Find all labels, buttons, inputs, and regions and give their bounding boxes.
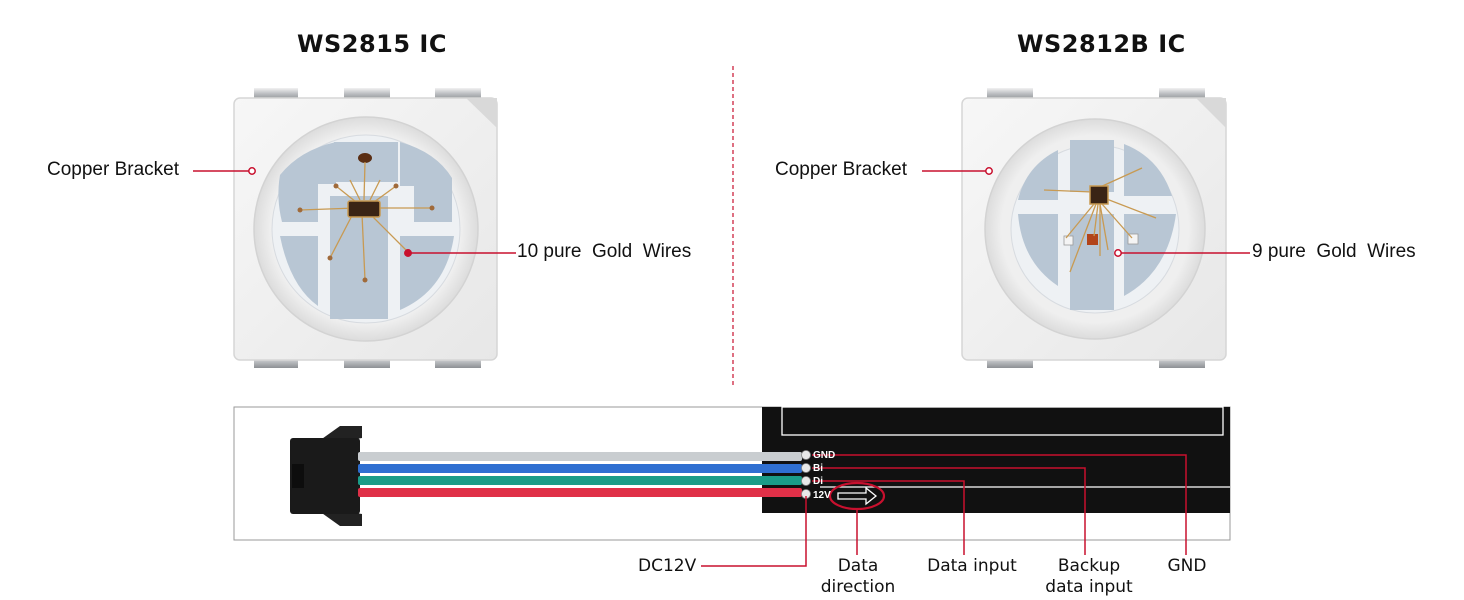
- pin: [1159, 88, 1205, 100]
- wire-gnd: [358, 452, 802, 461]
- wire-di: [358, 476, 802, 485]
- pin: [344, 88, 390, 100]
- small-die: [1087, 234, 1098, 245]
- callout-data-direction: Data direction: [812, 556, 904, 598]
- right-bracket-dot: [985, 167, 993, 175]
- pin: [987, 88, 1033, 100]
- callout-line-backup: [812, 467, 1086, 555]
- wire-bi: [358, 464, 802, 473]
- pad-label-bi: Bi: [813, 463, 823, 474]
- callout-line-dc12v: [701, 496, 807, 567]
- bracket-pad: [400, 236, 454, 310]
- left-copper-bracket-label: Copper Bracket: [47, 159, 180, 180]
- strip-border-line: [781, 406, 1224, 436]
- callout-data-direction-line2: direction: [820, 577, 896, 597]
- callout-line-gnd: [812, 454, 1187, 555]
- small-die: [1127, 233, 1139, 245]
- pin: [254, 88, 298, 100]
- callout-data-input: Data input: [927, 556, 1017, 576]
- main-die: [347, 200, 381, 218]
- pad-di: [801, 476, 811, 486]
- ws2812b-chip: [961, 88, 1227, 368]
- pad-label-12v: 12V: [813, 490, 831, 501]
- bracket-pad: [278, 142, 336, 222]
- bracket-pad: [1124, 144, 1172, 196]
- jst-connector: [290, 426, 362, 526]
- direction-arrow-icon: [837, 486, 878, 506]
- bracket-pad: [1018, 150, 1058, 200]
- main-die: [1089, 185, 1109, 205]
- bracket-pad: [400, 142, 452, 222]
- bracket-pad: [1070, 214, 1114, 310]
- pin: [435, 88, 481, 100]
- right-copper-bracket-label: Copper Bracket: [775, 159, 908, 180]
- pad-label-gnd: GND: [813, 450, 835, 461]
- corner-notch: [1196, 98, 1226, 128]
- callout-gnd: GND: [1167, 556, 1207, 576]
- small-die: [1063, 235, 1074, 246]
- ws2815-title: WS2815 IC: [297, 30, 447, 58]
- callout-data-direction-line1: Data: [837, 556, 879, 576]
- wire-12v: [358, 488, 802, 497]
- bracket-pad: [1018, 214, 1058, 286]
- callout-backup-data-input: Backup data input: [1034, 556, 1144, 598]
- callout-line-data-input: [812, 480, 965, 555]
- bracket-pad: [1070, 140, 1114, 192]
- ws2812b-title: WS2812B IC: [1017, 30, 1186, 58]
- pad-label-di: Di: [813, 476, 823, 487]
- callout-dc12v: DC12V: [638, 556, 697, 576]
- left-gold-wires-label: 10 pure Gold Wires: [517, 241, 692, 262]
- corner-notch: [466, 98, 497, 128]
- ws2815-chip: [233, 88, 498, 368]
- callout-backup-line1: Backup: [1057, 556, 1121, 576]
- left-wires-dot: [404, 249, 412, 257]
- left-bracket-dot: [248, 167, 256, 175]
- right-gold-wires-label: 9 pure Gold Wires: [1252, 241, 1416, 262]
- bracket-pad: [280, 236, 318, 306]
- pad-gnd: [801, 450, 811, 460]
- top-die: [358, 153, 372, 163]
- pad-bi: [801, 463, 811, 473]
- callout-backup-line2: data input: [1045, 577, 1133, 597]
- right-wires-dot: [1114, 249, 1122, 257]
